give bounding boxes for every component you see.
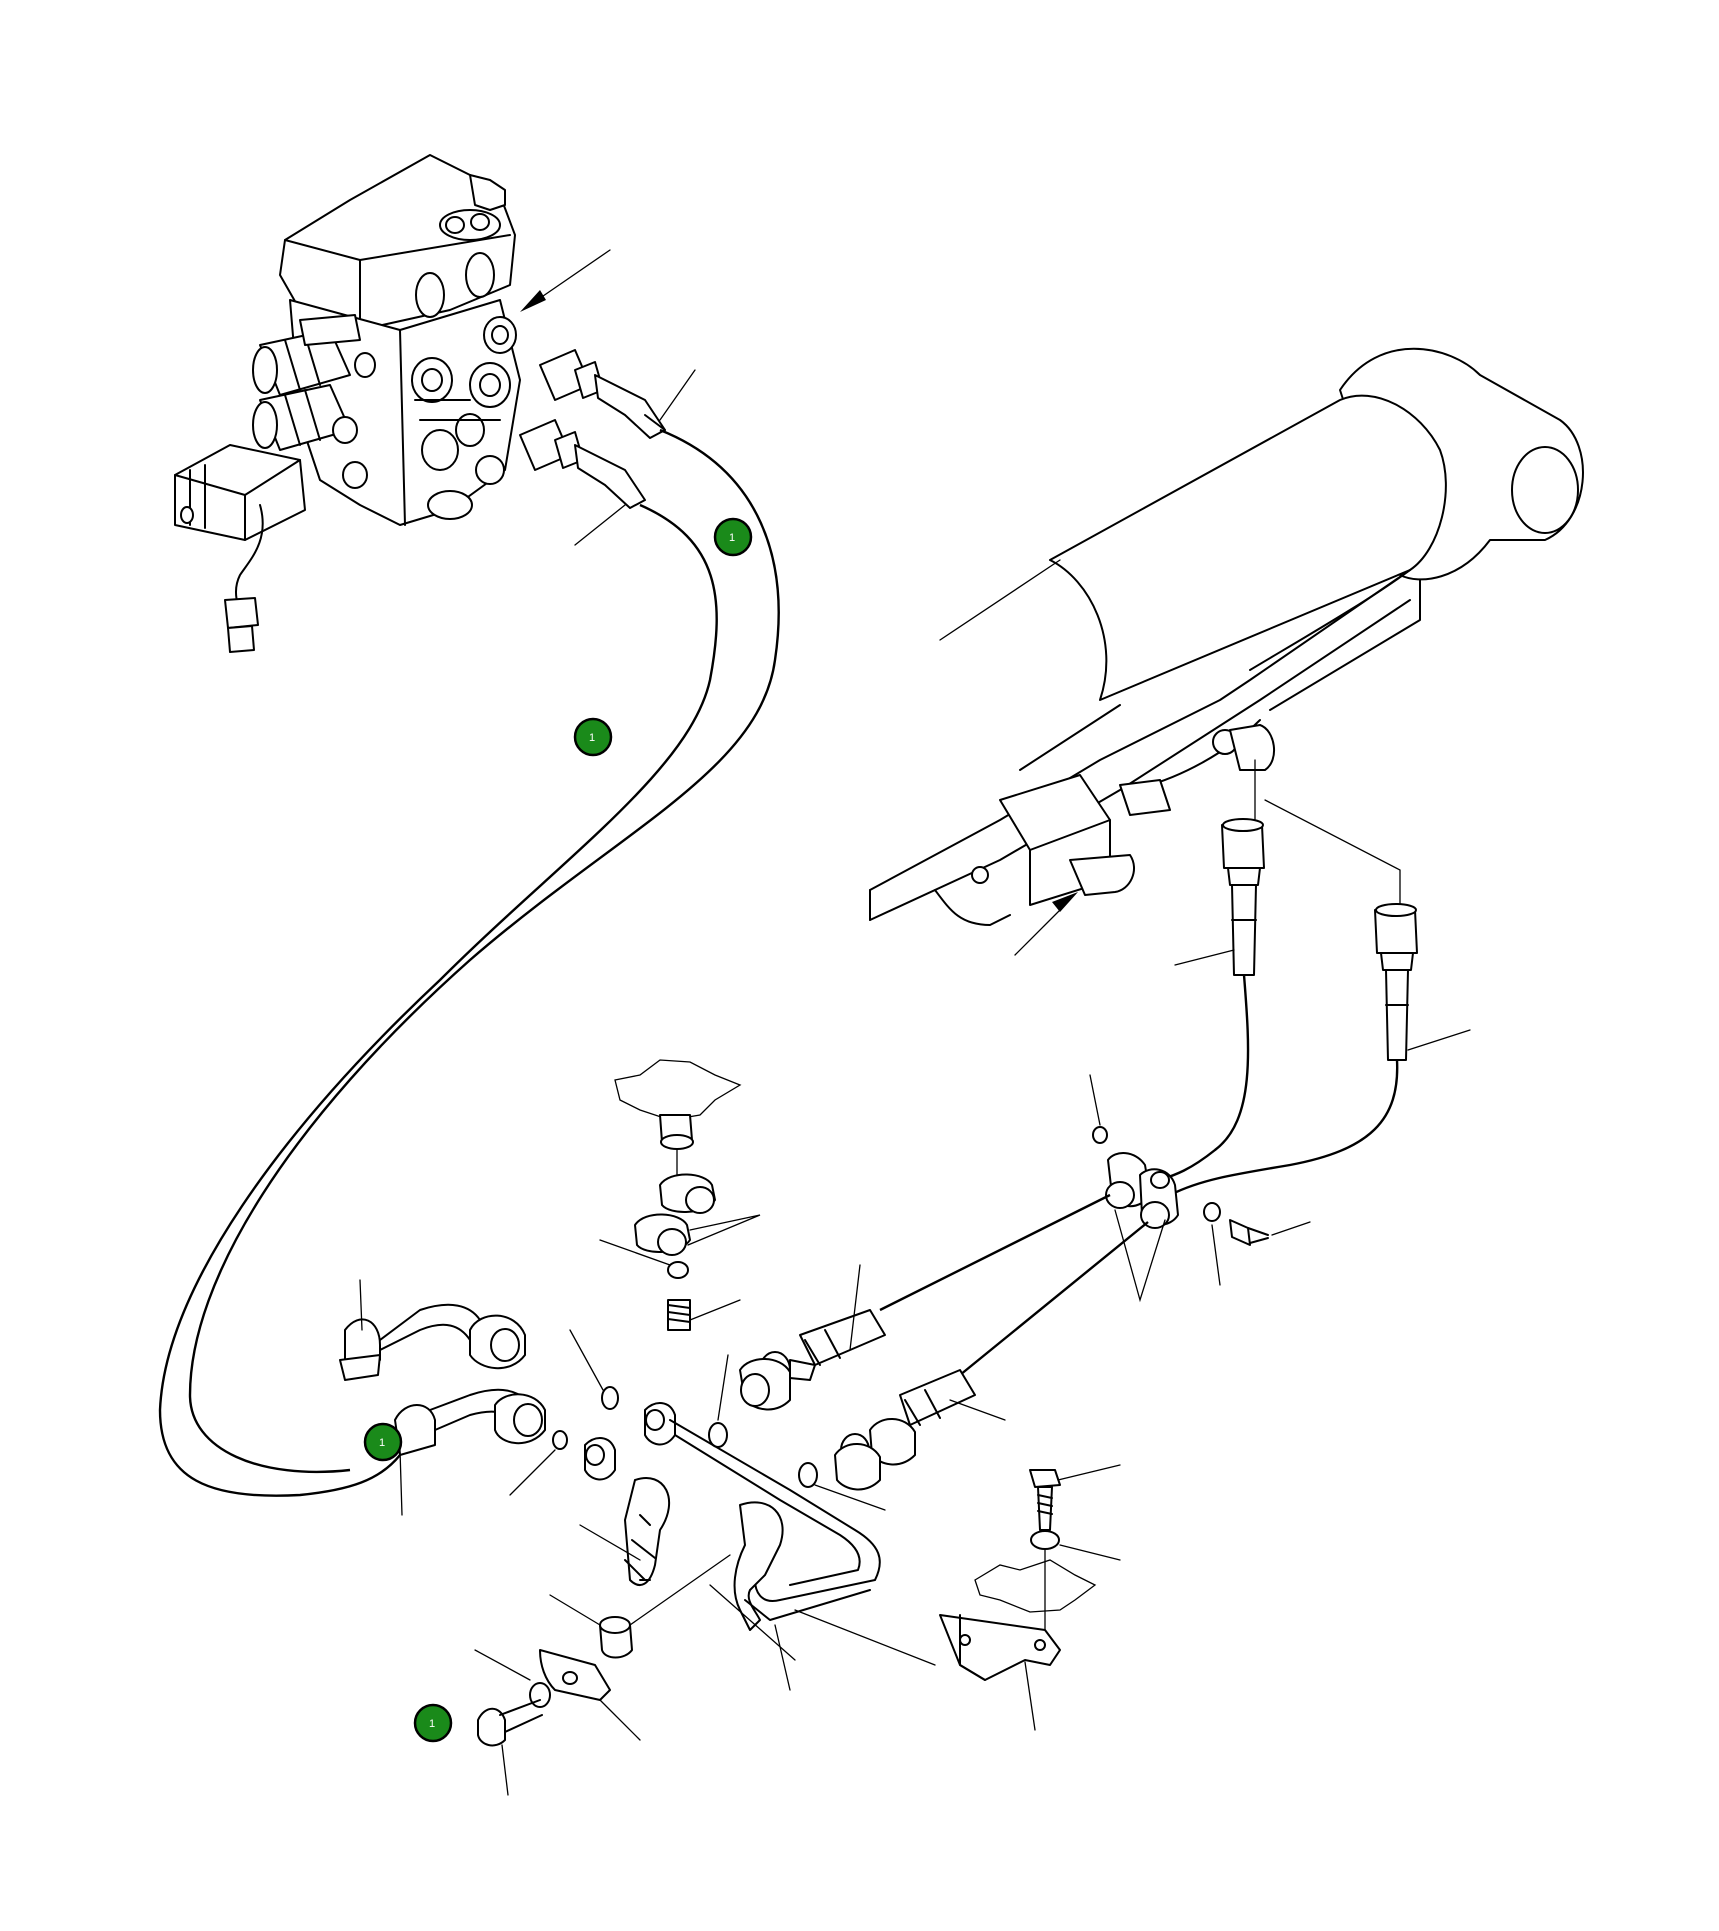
callout-marker[interactable]: 1: [413, 1703, 453, 1743]
callout-circle: [713, 517, 753, 557]
callout-marker[interactable]: 1: [363, 1422, 403, 1462]
control-valve-block: [174, 154, 611, 653]
callout-circle: [363, 1422, 403, 1462]
hydraulic-cylinder: [869, 347, 1584, 956]
callout-circle: [413, 1703, 453, 1743]
callout-marker[interactable]: 1: [713, 517, 753, 557]
callout-marker[interactable]: 1: [573, 717, 613, 757]
callout-label: 1: [379, 1437, 385, 1449]
top-middle-clamp: [599, 1059, 761, 1331]
cylinder-hose-fittings: [1159, 818, 1471, 1197]
callout-circle: [573, 717, 613, 757]
main-hoses: [158, 428, 780, 1497]
callout-label: 1: [429, 1718, 435, 1730]
callout-label: 1: [589, 732, 595, 744]
bracket-assembly: [939, 1464, 1121, 1731]
lower-fittings: [339, 1264, 1006, 1796]
right-clamp-assembly: [879, 1074, 1311, 1376]
callout-label: 1: [729, 532, 735, 544]
valve-hose-fittings: [519, 349, 696, 546]
